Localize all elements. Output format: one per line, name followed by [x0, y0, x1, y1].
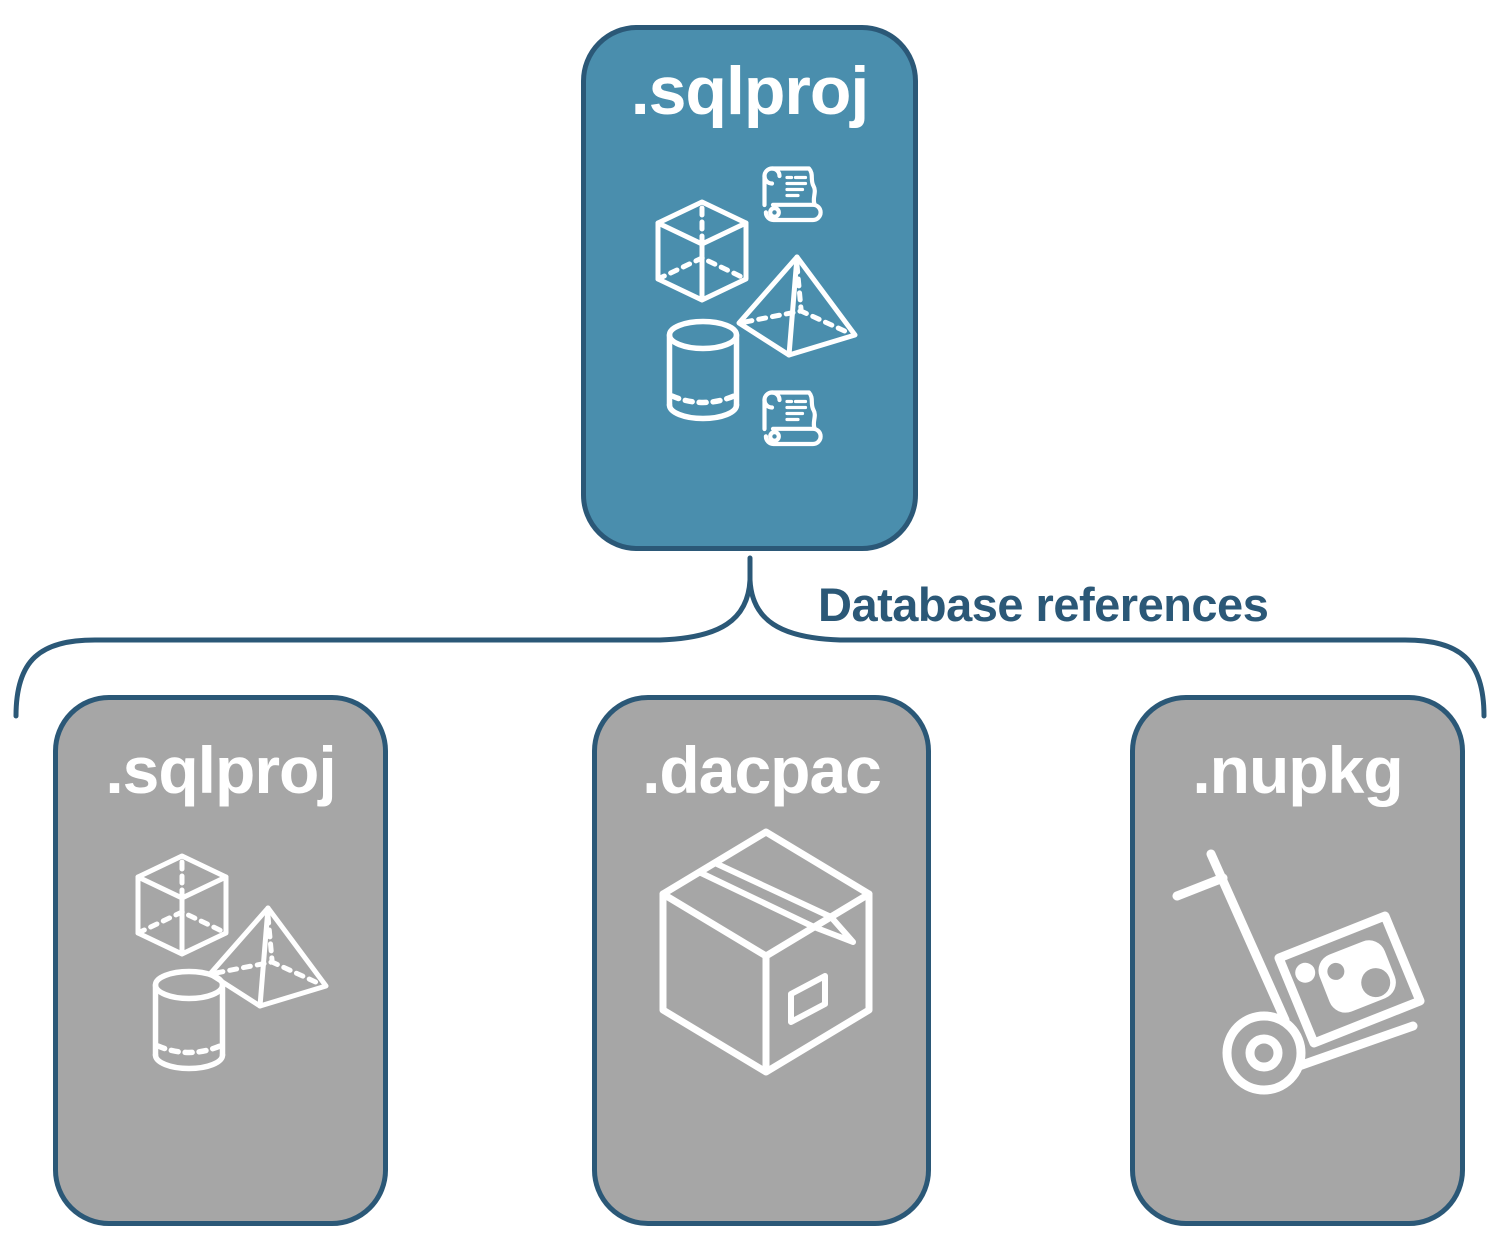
package-box-icon	[663, 832, 869, 1072]
root-card-sqlproj: .sqlproj	[581, 25, 918, 551]
cylinder-icon	[156, 972, 223, 1069]
sql-objects-icon-cluster	[640, 158, 865, 463]
child-card-title: .nupkg	[1192, 733, 1403, 807]
pyramid-icon	[739, 257, 855, 355]
hand-truck-package-icon	[1177, 854, 1420, 1090]
package-box-icon	[641, 818, 891, 1088]
child-card-title: .dacpac	[642, 733, 882, 807]
cylinder-icon	[670, 322, 737, 419]
brace-connector	[13, 555, 1487, 719]
cube-icon	[658, 202, 746, 300]
hand-truck-package-icon	[1167, 848, 1437, 1098]
child-card-title: .sqlproj	[105, 733, 336, 807]
scroll-icon	[765, 169, 821, 221]
child-card-sqlproj: .sqlproj	[53, 695, 388, 1226]
sql-objects-icon-cluster	[118, 850, 343, 1085]
cube-icon	[138, 856, 226, 954]
root-card-title: .sqlproj	[630, 53, 870, 129]
scroll-icon	[765, 393, 821, 445]
child-card-dacpac: .dacpac	[592, 695, 931, 1226]
connector-label: Database references	[818, 578, 1269, 631]
child-card-nupkg: .nupkg	[1130, 695, 1465, 1226]
